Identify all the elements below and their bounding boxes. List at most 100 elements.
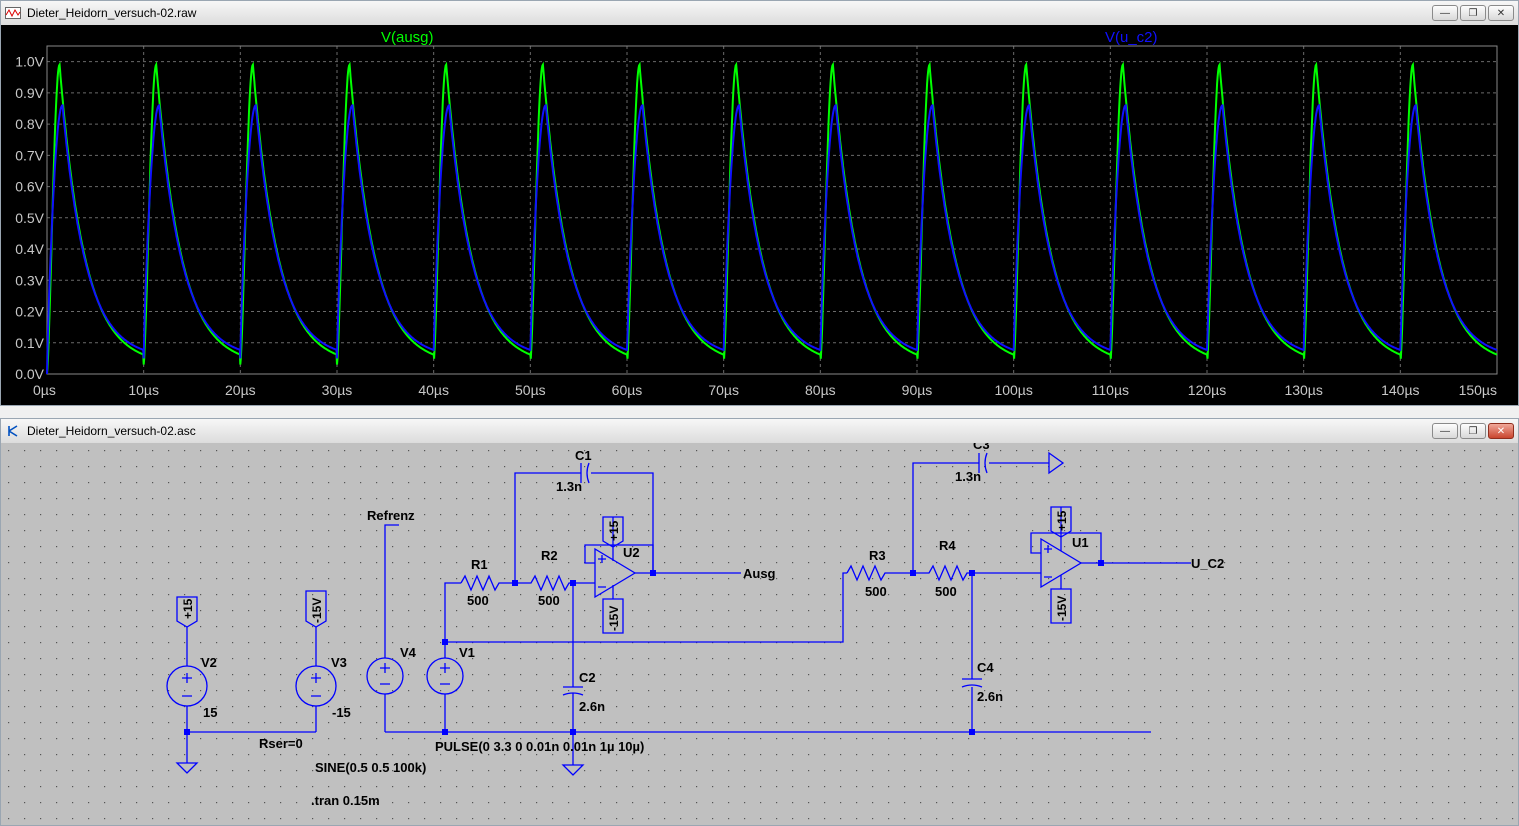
label-v1: V1 (459, 645, 475, 660)
resistor-r1 (460, 574, 515, 592)
capacitor-c1 (580, 462, 590, 484)
label-c2: C2 (579, 670, 596, 685)
label-r4-value: 500 (935, 584, 957, 599)
label-r1-value: 500 (467, 593, 489, 608)
x-tick-label: 70µs (708, 382, 739, 398)
resistor-r4 (913, 564, 1041, 582)
y-tick-label: 0.8V (15, 116, 44, 132)
label-r4: R4 (939, 538, 956, 553)
opamp-u2 (594, 547, 637, 599)
y-tick-label: 0.6V (15, 179, 44, 195)
waveform-titlebar[interactable]: Dieter_Heidorn_versuch-02.raw — ❐ ✕ (1, 1, 1518, 25)
restore-button[interactable]: ❐ (1460, 423, 1486, 439)
label-u1-vplus: +15 (1055, 510, 1069, 531)
trace-v-ausg (46, 61, 1498, 375)
minimize-button[interactable]: — (1432, 5, 1458, 21)
y-tick-label: 0.7V (15, 147, 44, 163)
label-v2: V2 (201, 655, 217, 670)
close-button[interactable]: ✕ (1488, 5, 1514, 21)
schematic-titlebar[interactable]: Dieter_Heidorn_versuch-02.asc — ❐ ✕ (1, 419, 1518, 443)
resistor-r3 (846, 564, 913, 582)
x-tick-label: 90µs (902, 382, 933, 398)
close-button[interactable]: ✕ (1488, 423, 1514, 439)
y-tick-label: 0.0V (15, 366, 44, 382)
capacitor-c3 (978, 452, 988, 474)
label-u1: U1 (1072, 535, 1089, 550)
label-r2-value: 500 (538, 593, 560, 608)
x-tick-label: 100µs (994, 382, 1032, 398)
label-u2-vplus: +15 (607, 520, 621, 541)
y-tick-label: 0.2V (15, 304, 44, 320)
x-tick-label: 130µs (1284, 382, 1322, 398)
label-r3: R3 (869, 548, 886, 563)
label-v3: V3 (331, 655, 347, 670)
x-tick-label: 110µs (1092, 382, 1129, 398)
plot-grid (46, 46, 1498, 375)
label-v3-supply: -15V (310, 598, 324, 623)
y-tick-label: 0.3V (15, 272, 44, 288)
y-tick-label: 0.1V (15, 335, 44, 351)
label-r1: R1 (471, 557, 488, 572)
x-tick-label: 10µs (128, 382, 159, 398)
x-tick-label: 80µs (805, 382, 836, 398)
source-v1 (426, 657, 464, 695)
wire-c1-feedback (514, 472, 654, 583)
wire-v1-top (444, 582, 461, 658)
restore-button[interactable]: ❐ (1460, 5, 1486, 21)
waveform-app-icon (5, 6, 21, 20)
x-tick-label: 120µs (1188, 382, 1226, 398)
x-tick-label: 30µs (322, 382, 353, 398)
y-tick-label: 1.0V (15, 54, 44, 70)
arrow-c3 (1048, 451, 1065, 475)
label-ausg: Ausg (743, 566, 776, 581)
label-v2-supply: +15 (181, 598, 195, 619)
schematic-window[interactable]: Dieter_Heidorn_versuch-02.asc — ❐ ✕ (0, 418, 1519, 826)
label-sine: SINE(0.5 0.5 100k) (315, 760, 426, 775)
capacitor-c2 (562, 686, 584, 696)
label-u2-vminus: -15V (607, 606, 621, 631)
capacitor-c4 (961, 678, 983, 688)
label-c1: C1 (575, 448, 592, 463)
schematic-app-icon (5, 424, 21, 438)
schematic-canvas[interactable]: C1 1.3n C3 1.3n Refrenz R1 500 R2 500 U2… (1, 443, 1518, 825)
y-axis-ticks: 0.0V0.1V0.2V0.3V0.4V0.5V0.6V0.7V0.8V0.9V… (15, 54, 44, 382)
x-tick-label: 150µs (1459, 382, 1497, 398)
ground-symbol-left (175, 762, 199, 774)
label-c3: C3 (973, 443, 990, 452)
x-tick-label: 0µs (33, 382, 56, 398)
label-tran: .tran 0.15m (311, 793, 380, 808)
label-refrenz: Refrenz (367, 508, 415, 523)
schematic-window-title: Dieter_Heidorn_versuch-02.asc (27, 424, 196, 438)
resistor-r2 (515, 574, 595, 592)
y-tick-label: 0.5V (15, 210, 44, 226)
label-v2-value: 15 (203, 705, 217, 720)
label-c1-value: 1.3n (556, 479, 582, 494)
wire-c3 (912, 462, 1049, 573)
label-v3-value: -15 (332, 705, 351, 720)
trace-v-u-c2 (46, 103, 1498, 375)
label-c4-value: 2.6n (977, 689, 1003, 704)
waveform-plot[interactable]: 0.0V0.1V0.2V0.3V0.4V0.5V0.6V0.7V0.8V0.9V… (1, 25, 1518, 405)
label-u-c2: U_C2 (1191, 556, 1224, 571)
waveform-window[interactable]: Dieter_Heidorn_versuch-02.raw — ❐ ✕ 0.0V… (0, 0, 1519, 406)
ground-symbol-mid (561, 764, 585, 776)
label-r3-value: 500 (865, 584, 887, 599)
x-tick-label: 140µs (1381, 382, 1419, 398)
label-box-v2-plus15 (176, 596, 198, 628)
y-tick-label: 0.4V (15, 241, 44, 257)
source-v4 (366, 657, 404, 695)
label-r2: R2 (541, 548, 558, 563)
minimize-button[interactable]: — (1432, 423, 1458, 439)
label-u2: U2 (623, 545, 640, 560)
x-tick-label: 50µs (515, 382, 546, 398)
x-tick-label: 20µs (225, 382, 256, 398)
label-c3-value: 1.3n (955, 469, 981, 484)
plot-frame (46, 45, 1498, 375)
wire-refrenz (384, 524, 399, 658)
label-c2-value: 2.6n (579, 699, 605, 714)
trace-label-v-ausg: V(ausg) (381, 29, 434, 46)
label-v4: V4 (400, 645, 417, 660)
x-tick-label: 60µs (612, 382, 643, 398)
source-v2 (166, 665, 208, 707)
